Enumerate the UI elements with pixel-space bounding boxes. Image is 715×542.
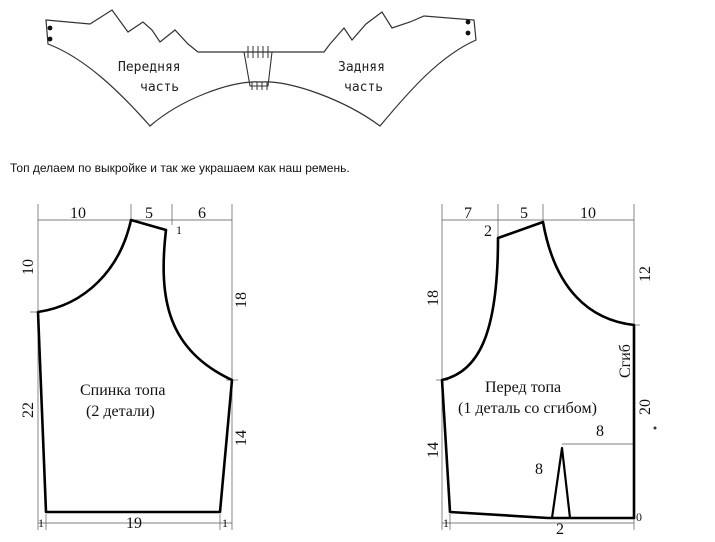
front-piece-outline xyxy=(440,220,636,520)
back-piece-title-line2: (2 детали) xyxy=(86,403,155,420)
front-marker-dot xyxy=(653,426,657,430)
belt-hole-dots xyxy=(47,19,471,42)
belt-center-clasp xyxy=(243,51,273,87)
back-dim-top-c: 6 xyxy=(198,205,206,222)
front-piece-title-line2: (1 деталь со сгибом) xyxy=(458,400,597,417)
back-dim-bottom-left-mark: 1 xyxy=(38,516,44,530)
belt-front-label-line1: Передняя xyxy=(118,60,181,75)
back-dim-right-upper: 18 xyxy=(233,292,250,308)
back-piece: 10 5 6 1 10 22 18 14 19 1 1 Спинка топа … xyxy=(20,204,250,532)
back-dim-top-a: 10 xyxy=(70,205,86,222)
front-dim-top-c: 10 xyxy=(580,205,596,222)
belt-front-label-line2: часть xyxy=(140,80,179,95)
front-dim-top-b: 5 xyxy=(520,205,528,222)
front-fold-label: Сгиб xyxy=(617,344,634,378)
front-dim-dart-height: 8 xyxy=(535,461,543,478)
front-dim-dart-width: 8 xyxy=(596,423,604,440)
front-dim-left-lower: 14 xyxy=(425,442,442,458)
belt-back-label-line2: часть xyxy=(344,80,383,95)
front-dart xyxy=(550,446,572,519)
front-dim-top-a: 7 xyxy=(464,205,472,222)
instruction-caption: Топ делаем по выкройке и так же украшаем… xyxy=(10,161,350,175)
front-dimension-lines xyxy=(436,204,640,530)
back-dim-left-upper: 10 xyxy=(20,259,37,275)
belt-stitch-marks xyxy=(244,46,274,90)
back-piece-outline xyxy=(36,218,234,514)
back-dim-right-lower: 14 xyxy=(233,430,250,446)
back-dimension-lines xyxy=(30,204,238,530)
back-dim-top-b: 5 xyxy=(145,205,153,222)
front-piece: 7 5 10 2 18 14 12 20 Сгиб 8 8 2 1 0 Пере… xyxy=(425,204,657,538)
front-dim-shoulder-drop: 2 xyxy=(484,223,492,240)
front-dim-dart-base: 2 xyxy=(556,521,564,538)
front-piece-title-line1: Перед топа xyxy=(485,379,561,396)
belt-outline xyxy=(45,9,477,127)
back-piece-title-line1: Спинка топа xyxy=(80,382,165,399)
back-dim-shoulder-drop: 1 xyxy=(176,223,182,237)
front-dim-right-upper: 12 xyxy=(637,266,654,282)
front-dim-bottom-left-mark: 1 xyxy=(443,516,449,530)
belt-pattern-diagram: Передняя часть Задняя часть xyxy=(45,9,477,127)
front-dim-right-lower: 20 xyxy=(637,399,654,415)
front-dim-bottom-right-mark: 0 xyxy=(636,510,642,524)
belt-back-label-line1: Задняя xyxy=(338,60,385,75)
back-dim-left-lower: 22 xyxy=(20,402,37,418)
back-dim-bottom: 19 xyxy=(126,515,142,532)
back-dim-bottom-right-mark: 1 xyxy=(222,516,228,530)
front-dim-left-upper: 18 xyxy=(425,290,442,306)
